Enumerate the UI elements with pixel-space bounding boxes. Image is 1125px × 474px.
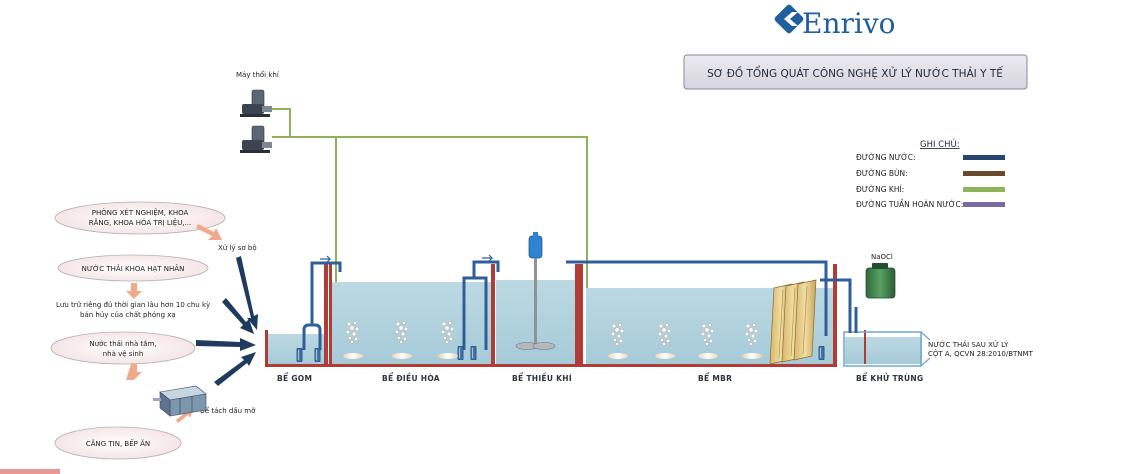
- legend-swatch-sludge: [963, 171, 1005, 176]
- source-nuclear: NƯỚC THẢI KHOA HẠT NHÂN: [57, 254, 209, 282]
- pump-icon: [818, 346, 825, 360]
- enrivo-logo-icon: [774, 4, 804, 34]
- source-lab-line1: PHÒNG XÉT NGHIỆM, KHOA: [92, 208, 189, 217]
- legend-label-water: ĐƯỜNG NƯỚC:: [856, 153, 916, 162]
- outlet-text-line2: CỘT A, QCVN 28:2010/BTNMT: [928, 349, 1034, 358]
- source-bathroom: Nước thải nhà tắm, nhà vệ sinh: [50, 331, 196, 365]
- bubbles-icon: [392, 321, 412, 359]
- bubbles-icon: [438, 321, 458, 359]
- bubbles-icon: [343, 321, 363, 359]
- source-lab: PHÒNG XÉT NGHIỆM, KHOA RĂNG, KHOA HÓA TR…: [54, 201, 226, 235]
- legend-label-sludge: ĐƯỜNG BÙN:: [856, 169, 908, 178]
- tank-label-khu-trung: BỂ KHỬ TRÙNG: [856, 373, 923, 383]
- aeration-diffusers: [343, 321, 762, 359]
- note-grease-trap: Bể tách dầu mỡ: [200, 406, 256, 415]
- water-lines: [302, 260, 858, 350]
- source-bathroom-line1: Nước thải nhà tắm,: [89, 339, 156, 348]
- outlet-text-line1: NƯỚC THẢI SAU XỬ LÝ: [928, 340, 1009, 349]
- blower-label: Máy thổi khí: [236, 70, 280, 79]
- bubbles-icon: [698, 323, 718, 359]
- grease-trap-icon: [153, 385, 207, 417]
- title-box: SƠ ĐỒ TỔNG QUÁT CÔNG NGHỆ XỬ LÝ NƯỚC THẢ…: [683, 54, 1028, 90]
- legend-swatch-water: [963, 155, 1005, 160]
- source-lab-line2: RĂNG, KHOA HÓA TRỊ LIỆU,...: [89, 218, 192, 227]
- legend: GHI CHÚ: ĐƯỜNG NƯỚC: ĐƯỜNG BÙN: ĐƯỜNG KH…: [856, 138, 1005, 209]
- tank-label-mbr: BỂ MBR: [698, 373, 732, 383]
- tank-label-thieu-khi: BỂ THIẾU KHÍ: [512, 373, 572, 383]
- mixer-icon: [515, 232, 556, 350]
- note-storage-line1: Lưu trữ riêng đủ thời gian lâu hơn 10 ch…: [56, 301, 210, 309]
- membrane-modules-icon: [769, 279, 817, 365]
- brand-name: Enrivo: [802, 7, 896, 40]
- air-blower-icon: [240, 125, 272, 153]
- legend-title: GHI CHÚ:: [920, 138, 960, 150]
- inflow-arrows: [196, 256, 258, 386]
- legend-label-recirculation: ĐƯỜNG TUẦN HOÀN NƯỚC:: [856, 199, 963, 209]
- chemical-label: NaOCl: [871, 253, 893, 261]
- tank-label-gom: BỂ GOM: [277, 373, 312, 383]
- source-bathroom-line2: nhà vệ sinh: [103, 350, 144, 358]
- bubbles-icon: [608, 323, 628, 359]
- legend-swatch-recirculation: [963, 202, 1005, 207]
- brand-logo: Enrivo: [774, 4, 896, 40]
- note-pretreatment: Xử lý sơ bộ: [218, 244, 257, 252]
- pump-icon: [314, 348, 321, 362]
- legend-swatch-air: [963, 187, 1005, 192]
- note-storage-line2: bán hủy của chất phóng xạ: [80, 311, 176, 319]
- tank-walls: [265, 264, 866, 367]
- source-canteen: CĂNG TIN, BẾP ĂN: [54, 426, 182, 460]
- peach-arrows: [126, 224, 222, 423]
- pump-icon: [470, 346, 477, 360]
- legend-label-air: ĐƯỜNG KHÍ:: [856, 185, 904, 194]
- chemical-tank-icon: [865, 263, 896, 299]
- air-blower-icon: [240, 89, 272, 117]
- source-canteen-line1: CĂNG TIN, BẾP ĂN: [86, 438, 150, 448]
- diagram-title: SƠ ĐỒ TỔNG QUÁT CÔNG NGHỆ XỬ LÝ NƯỚC THẢ…: [707, 65, 1003, 80]
- pump-icon: [457, 346, 464, 360]
- pump-icon: [296, 348, 303, 362]
- tank-label-dieu-hoa: BỂ ĐIỀU HÒA: [382, 373, 440, 383]
- bubbles-icon: [742, 323, 762, 359]
- corner-mark: [0, 469, 60, 474]
- bubbles-icon: [655, 323, 675, 359]
- source-nuclear-line1: NƯỚC THẢI KHOA HẠT NHÂN: [82, 264, 185, 273]
